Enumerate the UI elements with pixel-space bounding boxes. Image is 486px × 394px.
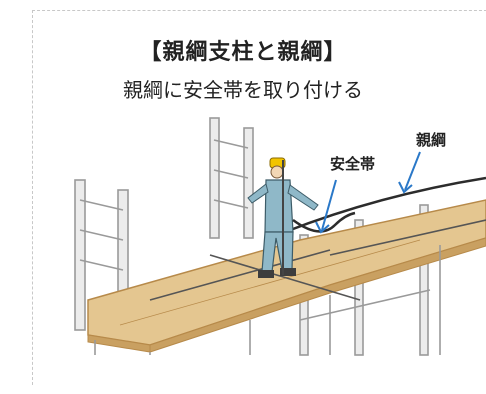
page-title: 【親綱支柱と親綱】 bbox=[139, 40, 347, 65]
callout-arrow-lifeline bbox=[398, 151, 421, 194]
scaffold-legs bbox=[94, 245, 441, 355]
lifeline-label: 親綱 bbox=[416, 131, 447, 149]
worker-figure bbox=[247, 157, 356, 278]
lifeline-rope bbox=[284, 176, 486, 234]
frame-left-border bbox=[32, 10, 33, 385]
cross-braces bbox=[149, 219, 486, 301]
scaffold-frame-left bbox=[74, 117, 254, 331]
frame-top-border bbox=[32, 10, 486, 11]
safety-belt-label: 安全帯 bbox=[330, 155, 376, 173]
callout-arrow-belt bbox=[315, 179, 337, 234]
page-subtitle: 親綱に安全帯を取り付ける bbox=[123, 78, 363, 102]
